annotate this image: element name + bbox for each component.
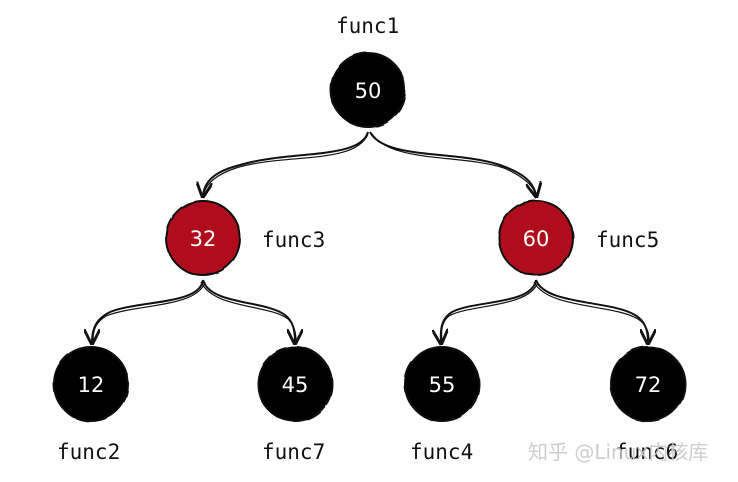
edge-60-72 <box>535 279 648 342</box>
node-circle <box>165 200 241 276</box>
edge-50-32 <box>203 131 369 195</box>
tree-node-50: 50 func1 <box>330 14 406 128</box>
nodes: 50 func1 32 func3 60 func5 12 func2 45 func7 55 fun… <box>53 14 686 464</box>
edge-60-72-sketch <box>533 281 650 341</box>
node-circle <box>404 346 480 422</box>
node-value: 55 <box>429 373 456 397</box>
node-func-label: func5 <box>596 228 659 252</box>
node-circle <box>330 52 406 128</box>
node-value: 32 <box>190 227 217 251</box>
node-value: 12 <box>78 373 105 397</box>
node-func-label: func7 <box>262 440 325 464</box>
node-func-label: func2 <box>57 440 120 464</box>
node-func-label: func6 <box>615 440 678 464</box>
edges <box>92 131 650 342</box>
node-circle <box>610 346 686 422</box>
edge-50-32-sketch <box>203 133 369 194</box>
edge-32-45-sketch <box>200 281 297 341</box>
edge-32-45 <box>202 279 295 342</box>
tree-node-72: 72 func6 <box>610 346 686 464</box>
tree-node-45: 45 func7 <box>257 346 333 464</box>
edge-32-12-sketch <box>92 281 206 341</box>
node-circle <box>53 346 129 422</box>
node-circle <box>498 200 574 276</box>
tree-node-55: 55 func4 <box>404 346 480 464</box>
watermark-text: 知乎 @Linux内核库 <box>528 440 708 464</box>
tree-node-60: 60 func5 <box>498 200 659 276</box>
node-func-label: func3 <box>262 228 325 252</box>
edge-50-60-sketch <box>371 133 536 194</box>
node-circle <box>257 346 333 422</box>
tree-node-32: 32 func3 <box>165 200 325 276</box>
node-func-label: func1 <box>336 14 399 38</box>
node-value: 60 <box>523 227 550 251</box>
node-value: 45 <box>282 373 309 397</box>
node-func-label: func4 <box>410 440 473 464</box>
tree-node-12: 12 func2 <box>53 346 129 464</box>
edge-32-12 <box>92 279 204 342</box>
edge-50-60 <box>369 131 536 195</box>
node-value: 50 <box>355 79 382 103</box>
node-value: 72 <box>635 373 662 397</box>
edge-60-55 <box>441 279 537 342</box>
edge-60-55-sketch <box>440 281 539 341</box>
